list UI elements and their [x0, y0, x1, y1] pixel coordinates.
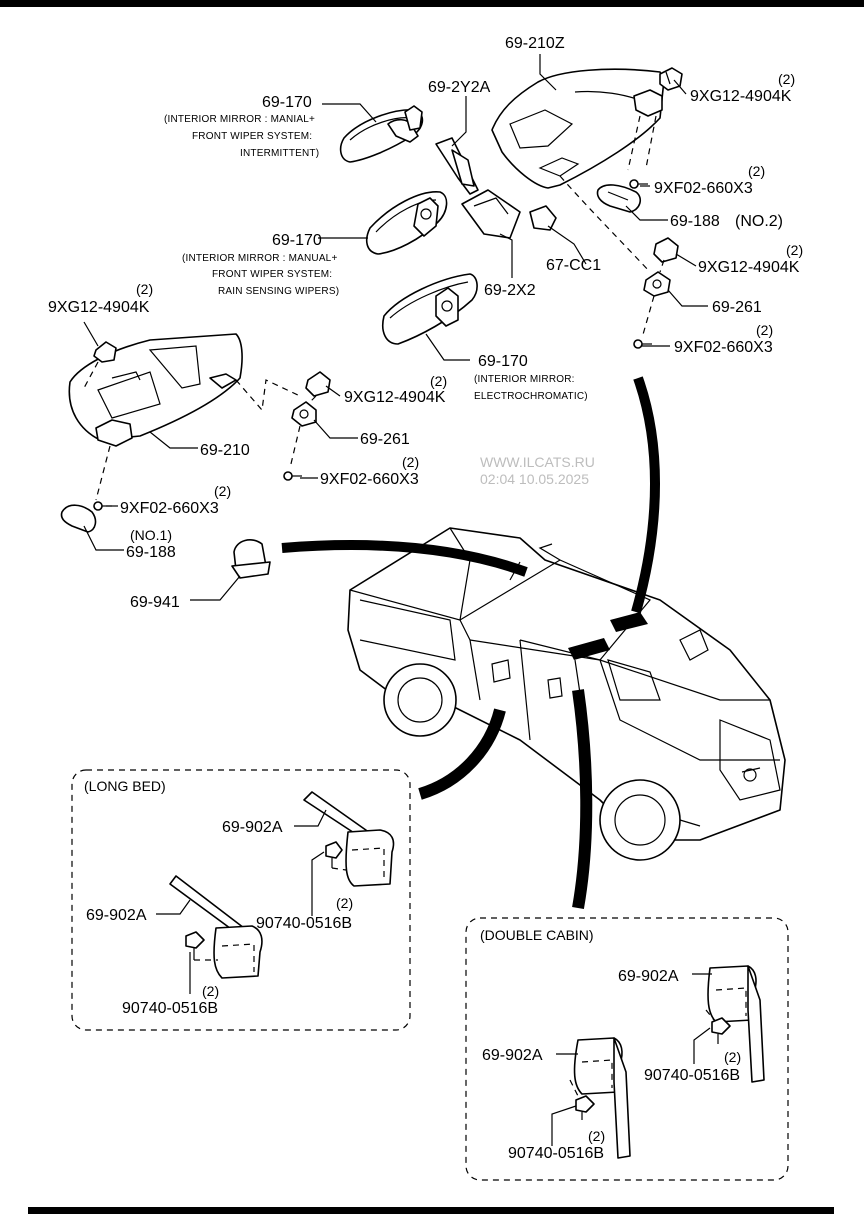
grab-strap-double-cabin-1[interactable]: [707, 965, 765, 1083]
sensor-cover-67-cc1[interactable]: [529, 205, 557, 231]
label-69-902a-long-bed-1: 69-902A: [222, 819, 283, 836]
grab-strap-long-bed-2[interactable]: [169, 875, 263, 979]
cover-69-2y2a[interactable]: [435, 137, 479, 195]
leader-lines: [83, 54, 712, 1146]
grab-strap-double-cabin-2[interactable]: [573, 1037, 631, 1159]
bolt-90740-double-cabin-2[interactable]: [575, 1095, 595, 1120]
qty-9xg12-left-1: (2): [136, 281, 153, 297]
label-69-2x2: 69-2X2: [484, 282, 536, 299]
qty-9xf02-left-2: (2): [402, 454, 419, 470]
label-9xf02-left-2: 9XF02-660X3: [320, 471, 419, 488]
long-bed-panel: [71, 769, 411, 1031]
clip-9xg12-left-1[interactable]: [93, 341, 117, 363]
sun-visor-right[interactable]: [491, 68, 665, 189]
qty-9xf02-right-1: (2): [748, 163, 765, 179]
note-69-188-right: (NO.2): [735, 213, 783, 230]
label-90740-long-bed-2: 90740-0516B: [122, 1000, 218, 1017]
label-69-188-right: 69-188: [670, 213, 720, 230]
note-69-170-b-line1: (INTERIOR MIRROR : MANUAL+: [182, 253, 338, 264]
label-69-188-left: 69-188: [126, 544, 176, 561]
long-bed-title: (LONG BED): [84, 778, 166, 794]
qty-9xf02-right-2: (2): [756, 322, 773, 338]
watermark-site: WWW.ILCATS.RU: [480, 454, 595, 470]
note-69-170-b-line2: FRONT WIPER SYSTEM:: [212, 269, 332, 280]
label-69-170-a: 69-170: [262, 94, 312, 111]
cover-69-188-no2[interactable]: [596, 184, 642, 213]
bolt-90740-long-bed-2[interactable]: [185, 931, 205, 960]
label-9xg12-left-2: 9XG12-4904K: [344, 389, 446, 406]
double-cabin-panel: [465, 917, 789, 1181]
label-9xg12-left-1: 9XG12-4904K: [48, 299, 150, 316]
holder-69-261-right[interactable]: [643, 271, 671, 297]
qty-90740-double-cabin-2: (2): [588, 1128, 605, 1144]
label-9xf02-right-2: 9XF02-660X3: [674, 339, 773, 356]
label-69-170-b: 69-170: [272, 232, 322, 249]
bolt-90740-long-bed-1[interactable]: [325, 841, 343, 868]
double-cabin-title: (DOUBLE CABIN): [480, 927, 594, 943]
clip-9xg12-right-2[interactable]: [653, 237, 679, 263]
qty-9xg12-right-2: (2): [786, 242, 803, 258]
cover-69-2x2[interactable]: [461, 189, 521, 239]
bottom-border-bar: [28, 1207, 834, 1214]
label-67-cc1: 67-CC1: [546, 257, 601, 274]
label-90740-double-cabin-1: 90740-0516B: [644, 1067, 740, 1084]
qty-9xg12-right-1: (2): [778, 71, 795, 87]
label-69-261-right: 69-261: [712, 299, 762, 316]
label-69-2y2a: 69-2Y2A: [428, 79, 491, 96]
qty-9xg12-left-2: (2): [430, 373, 447, 389]
top-border-bar: [0, 0, 864, 7]
screw-9xf02-right-2[interactable]: [633, 339, 652, 349]
note-69-170-c-line1: (INTERIOR MIRROR:: [474, 374, 575, 385]
bolt-90740-double-cabin-1[interactable]: [711, 1017, 731, 1044]
grab-strap-long-bed-1[interactable]: [303, 791, 395, 887]
label-69-261-left: 69-261: [360, 431, 410, 448]
note-69-170-a-line2: FRONT WIPER SYSTEM:: [192, 131, 312, 142]
pointer-arrow-longbed: [418, 708, 506, 800]
label-90740-double-cabin-2: 90740-0516B: [508, 1145, 604, 1162]
screw-9xf02-left-2[interactable]: [283, 471, 302, 481]
label-69-170-c: 69-170: [478, 353, 528, 370]
qty-90740-long-bed-1: (2): [336, 895, 353, 911]
pointer-arrow-visor: [631, 376, 660, 614]
holder-69-261-left[interactable]: [291, 401, 317, 427]
label-69-210z: 69-210Z: [505, 35, 565, 52]
label-69-210: 69-210: [200, 442, 250, 459]
label-69-902a-long-bed-2: 69-902A: [86, 907, 147, 924]
label-90740-long-bed-1: 90740-0516B: [256, 915, 352, 932]
clip-9xg12-left-2[interactable]: [305, 371, 331, 397]
note-69-170-a-line1: (INTERIOR MIRROR : MANIAL+: [164, 114, 315, 125]
qty-90740-double-cabin-1: (2): [724, 1049, 741, 1065]
label-69-941: 69-941: [130, 594, 180, 611]
clip-9xg12-right-top[interactable]: [659, 67, 683, 91]
interior-mirror-manual-rain-sensing[interactable]: [365, 191, 448, 255]
note-69-170-c-line2: ELECTROCHROMATIC): [474, 391, 588, 402]
pointer-arrow-hook: [281, 540, 528, 577]
label-9xf02-right-1: 9XF02-660X3: [654, 180, 753, 197]
pointer-arrow-doublecabin: [572, 689, 593, 910]
interior-mirror-manual-intermittent[interactable]: [339, 105, 424, 163]
qty-9xf02-left-1: (2): [214, 483, 231, 499]
note-69-170-b-line3: RAIN SENSING WIPERS): [218, 286, 339, 297]
watermark-timestamp: 02:04 10.05.2025: [480, 471, 589, 487]
label-9xg12-right-1: 9XG12-4904K: [690, 88, 792, 105]
note-69-188-left: (NO.1): [130, 527, 172, 543]
qty-90740-long-bed-2: (2): [202, 983, 219, 999]
label-69-902a-double-cabin-1: 69-902A: [618, 968, 679, 985]
hook-69-941[interactable]: [231, 539, 271, 579]
pickup-truck: [347, 527, 786, 861]
interior-mirror-electrochromatic[interactable]: [382, 273, 478, 345]
label-69-902a-double-cabin-2: 69-902A: [482, 1047, 543, 1064]
label-9xf02-left-1: 9XF02-660X3: [120, 500, 219, 517]
label-9xg12-right-2: 9XG12-4904K: [698, 259, 800, 276]
note-69-170-a-line3: INTERMITTENT): [240, 148, 319, 159]
screw-9xf02-right-1[interactable]: [629, 179, 648, 189]
cover-69-188-no1[interactable]: [60, 504, 97, 533]
